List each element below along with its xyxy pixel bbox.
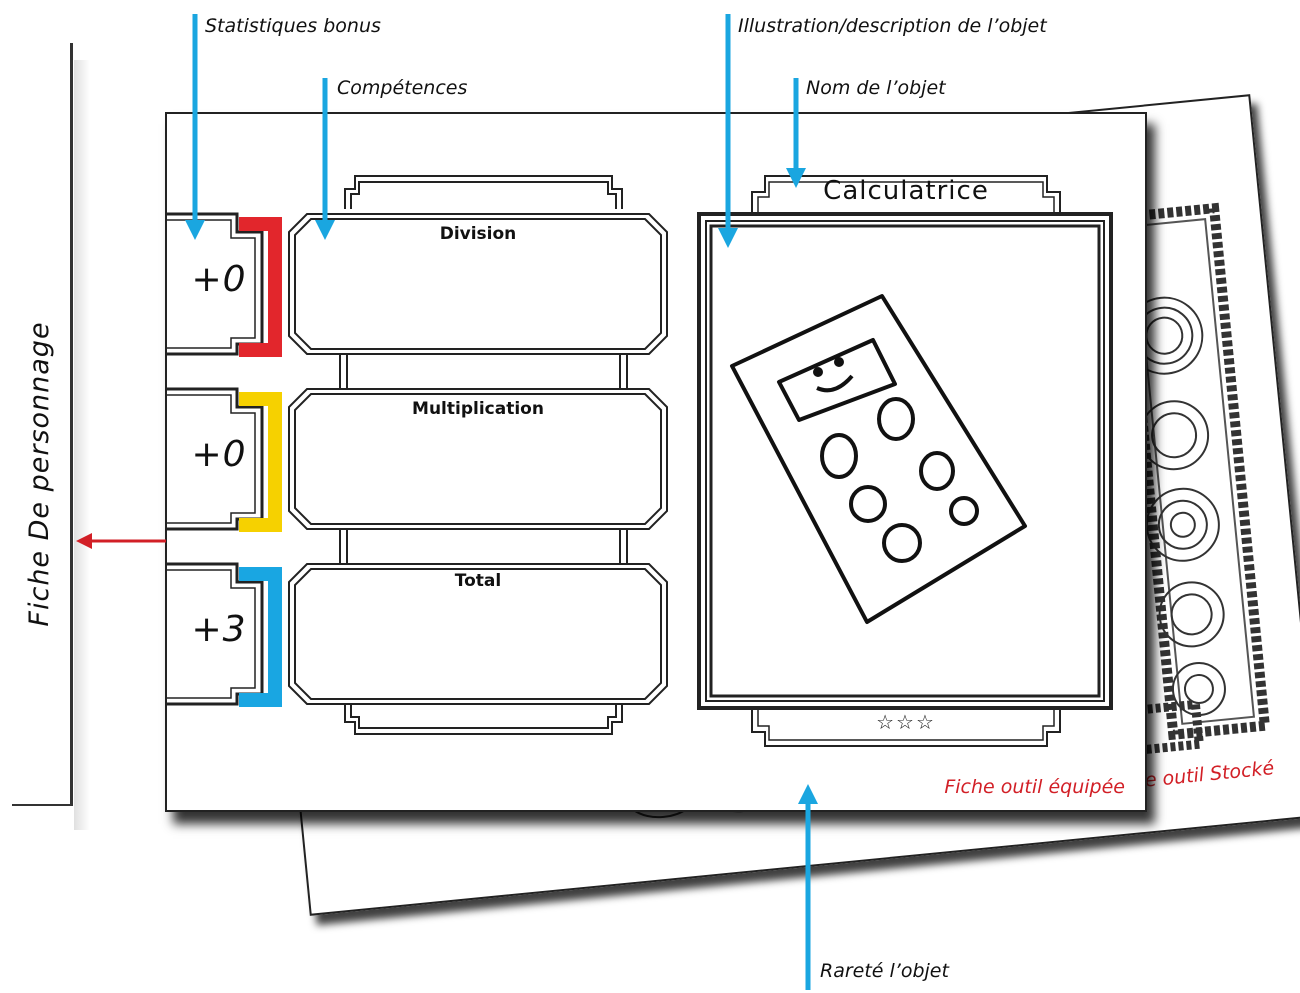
arrow-left-icon	[76, 533, 92, 549]
rarity-stars: ☆☆☆	[876, 710, 936, 734]
illustration-frame	[697, 175, 1113, 747]
equipped-sheet-label: Fiche outil équipée	[944, 776, 1125, 798]
stat-box-1	[167, 212, 282, 357]
stat-value-1: +0	[191, 259, 247, 300]
skill-title-total: Total	[454, 571, 502, 591]
character-sheet-shadow	[74, 60, 90, 830]
callout-illustration: Illustration/description de l’objet	[738, 15, 1047, 37]
stat-value-3: +3	[191, 609, 247, 650]
character-sheet-edge	[70, 43, 73, 805]
item-name: Calculatrice	[823, 176, 989, 206]
stat-box-2	[167, 387, 282, 532]
character-arrow	[76, 533, 166, 549]
skill-title-division: Division	[439, 224, 517, 244]
callout-skills: Compétences	[337, 77, 468, 99]
sheet-frames	[167, 175, 1113, 747]
callout-rarity: Rareté l’objet	[820, 960, 949, 982]
character-sheet-bottom	[12, 804, 73, 806]
skill-title-multiplication: Multiplication	[412, 399, 544, 419]
callout-bonus-stats: Statistiques bonus	[205, 15, 381, 37]
skill-panels	[288, 213, 668, 705]
calculator-drawing	[730, 294, 1027, 624]
stat-box-3	[167, 562, 282, 707]
stat-value-2: +0	[191, 434, 247, 475]
callout-item-name: Nom de l’objet	[806, 77, 946, 99]
